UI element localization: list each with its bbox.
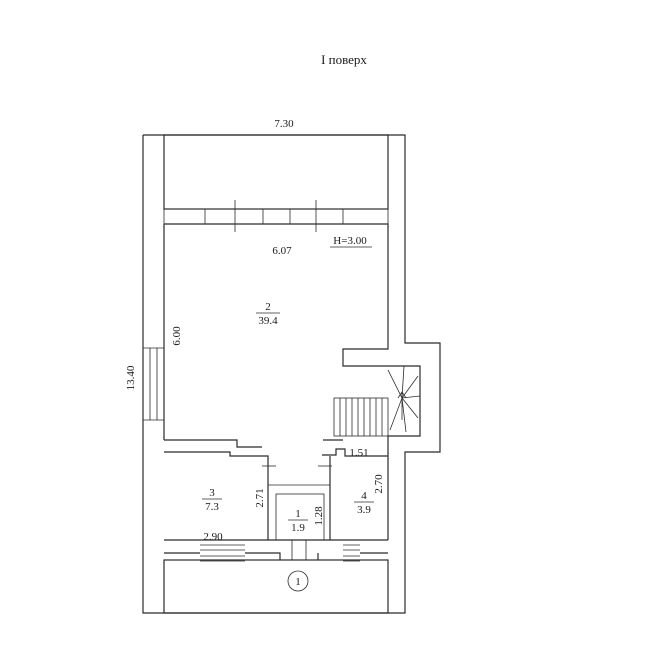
room-number: 4	[361, 490, 367, 502]
staircase	[333, 365, 421, 437]
ceiling-height-label: H=3.00	[333, 235, 367, 247]
entrance-marker-label: 1	[295, 576, 301, 588]
room-4-label: 4 3.9	[354, 490, 374, 516]
room4-depth-label: 2.70	[373, 474, 385, 494]
outer-walls	[142, 134, 441, 614]
top-windows	[204, 200, 344, 232]
room-number: 1	[295, 508, 301, 520]
room-number: 2	[265, 301, 271, 313]
room4-width-label: 1.51	[349, 447, 368, 459]
floor-title: I поверх	[321, 52, 367, 67]
hall-width-label: 6.07	[272, 245, 292, 257]
interior-walls	[164, 439, 388, 562]
room-area: 1.9	[291, 522, 305, 534]
room-area: 39.4	[258, 315, 278, 327]
dimension-labels: 7.30 13.40 6.07 H=3.00 6.00 2.90 2.71 1.…	[125, 118, 385, 543]
overall-width-label: 7.30	[274, 118, 294, 130]
room-1-label: 1 1.9	[288, 508, 308, 534]
room3-width-label: 2.90	[203, 531, 223, 543]
room-number: 3	[209, 487, 215, 499]
room-area: 7.3	[205, 501, 219, 513]
room-area: 3.9	[357, 504, 371, 516]
room-2-label: 2 39.4	[256, 301, 280, 327]
room3-depth-label: 2.71	[254, 488, 266, 507]
room-3-label: 3 7.3	[202, 487, 222, 513]
entrance-marker: 1	[287, 570, 309, 592]
hall-depth-label: 6.00	[171, 326, 183, 346]
room1-depth-label: 1.28	[313, 506, 325, 526]
overall-length-label: 13.40	[125, 365, 137, 390]
left-window	[143, 347, 164, 421]
